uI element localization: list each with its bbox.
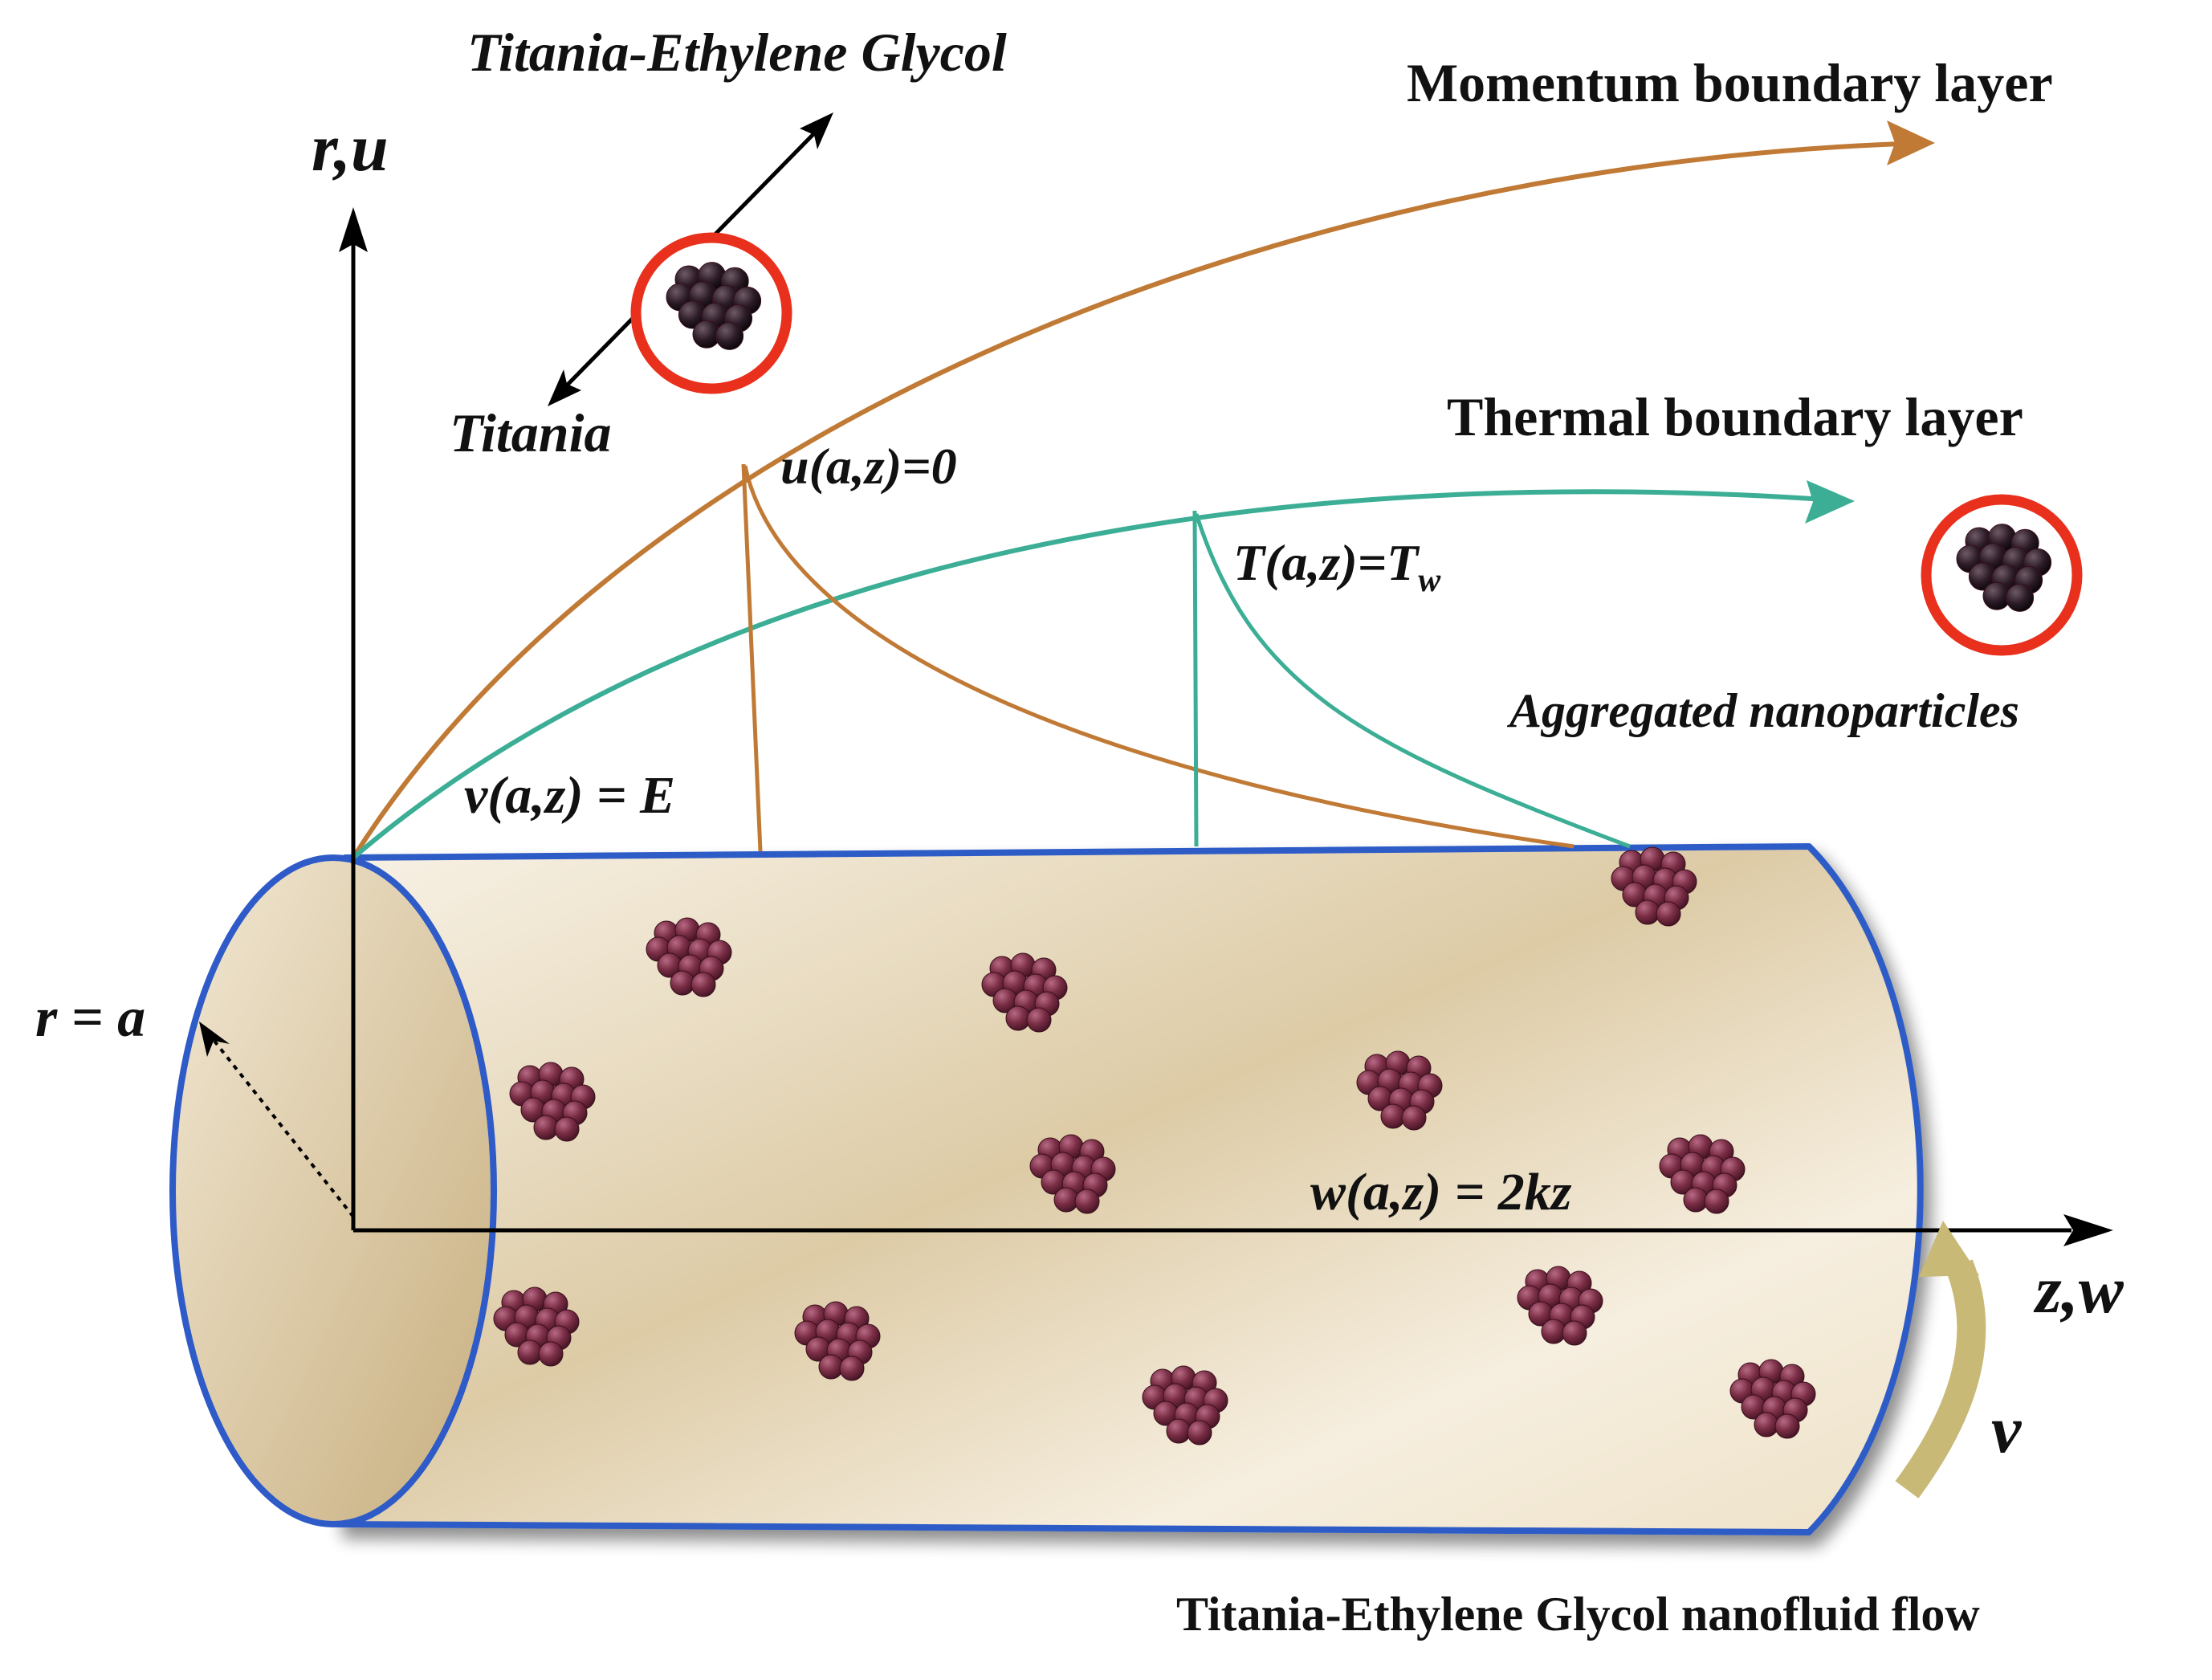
nanoparticle-cluster bbox=[493, 1287, 580, 1367]
nanoparticle-cluster bbox=[981, 952, 1068, 1033]
momentum-profile-curve bbox=[743, 465, 1574, 849]
nanoparticle-cluster bbox=[794, 1301, 881, 1381]
up-right-arrowhead bbox=[800, 112, 833, 149]
aggregated-nanoparticle-cluster-icon bbox=[1956, 524, 2052, 612]
nanoparticle bbox=[1562, 1320, 1587, 1346]
nanoparticle-cluster bbox=[1356, 1050, 1443, 1131]
temperature-bc-base: T(a,z)=T bbox=[1233, 534, 1420, 591]
nanoparticle-cluster bbox=[1611, 846, 1697, 927]
thermal-profile-curve bbox=[1194, 513, 1631, 849]
velocity-bc-w: w(a,z) = 2kz bbox=[1310, 1163, 1572, 1221]
nanoparticle bbox=[1774, 1413, 1800, 1439]
temperature-bc: T(a,z)=Tw bbox=[1233, 534, 1441, 599]
down-left-arrowhead bbox=[548, 369, 581, 406]
pipe-nanoparticle-clusters bbox=[493, 846, 1816, 1446]
aggregated-label: Aggregated nanoparticles bbox=[1506, 684, 2019, 737]
pipe-cylinder bbox=[169, 843, 1924, 1535]
nanoparticle-cluster bbox=[1729, 1359, 1816, 1439]
axial-axis-arrowhead bbox=[2063, 1214, 2113, 1246]
axial-axis-label: z,w bbox=[2033, 1253, 2124, 1327]
temperature-bc-subscript: w bbox=[1418, 562, 1441, 599]
nanoparticle bbox=[715, 321, 744, 350]
coordinate-axes bbox=[199, 207, 2113, 1246]
nanoparticle-cluster bbox=[509, 1062, 596, 1142]
nanoparticle bbox=[1005, 1005, 1031, 1031]
nanoparticle bbox=[839, 1356, 865, 1381]
curved-arrow-icon bbox=[1895, 1221, 1986, 1499]
nanoparticle bbox=[1541, 1319, 1566, 1344]
momentum-boundary-layer-curve bbox=[351, 141, 1928, 859]
diagram-labels: Titania-Ethylene Glycol Titania Momentum… bbox=[35, 22, 2124, 1641]
radius-arrowhead bbox=[199, 1021, 230, 1057]
nanoparticle-cluster bbox=[1029, 1134, 1116, 1214]
nanoparticle bbox=[1074, 1189, 1100, 1214]
aggregated-nanoparticle-cluster-icon bbox=[666, 262, 762, 350]
cylinder-body bbox=[334, 843, 1924, 1535]
swirl-label: v bbox=[1991, 1393, 2023, 1467]
nanoparticle bbox=[1187, 1420, 1212, 1446]
thermal-arrowhead bbox=[1805, 480, 1855, 524]
nanoparticle-cluster bbox=[646, 917, 732, 997]
nanoparticle bbox=[1401, 1105, 1427, 1131]
velocity-bc-v: v(a,z) = E bbox=[464, 766, 675, 825]
aggregate-marker bbox=[1921, 494, 2083, 656]
composite-marker bbox=[548, 112, 833, 406]
nanoparticle bbox=[2006, 583, 2035, 612]
momentum-profile-line bbox=[741, 463, 763, 852]
boundary-layers bbox=[351, 120, 1935, 860]
nanoparticle bbox=[533, 1115, 559, 1140]
radial-axis-label: r,u bbox=[312, 111, 389, 186]
nanoparticle bbox=[1683, 1187, 1709, 1213]
nanoparticle bbox=[690, 972, 716, 997]
radius-label: r = a bbox=[35, 987, 145, 1049]
particle-label: Titania bbox=[450, 402, 612, 463]
nanoparticle bbox=[670, 970, 695, 996]
nanoparticle bbox=[1166, 1418, 1192, 1444]
nanoparticle bbox=[1380, 1103, 1406, 1129]
nanoparticle-cluster bbox=[1142, 1365, 1228, 1446]
nanoparticle-cluster bbox=[1659, 1134, 1746, 1214]
nanoparticle bbox=[517, 1340, 543, 1365]
thermal-label: Thermal boundary layer bbox=[1447, 386, 2023, 447]
caption: Titania-Ethylene Glycol nanofluid flow bbox=[1176, 1588, 1980, 1641]
composite-title: Titania-Ethylene Glycol bbox=[467, 22, 1007, 83]
momentum-label: Momentum boundary layer bbox=[1407, 52, 2053, 113]
nanoparticle bbox=[818, 1354, 844, 1380]
thermal-boundary-layer-curve bbox=[352, 489, 1847, 860]
thermal-profile-line bbox=[1192, 510, 1199, 847]
velocity-bc-u: u(a,z)=0 bbox=[780, 438, 957, 495]
nanoparticle bbox=[1656, 901, 1681, 927]
nanoparticle bbox=[1053, 1187, 1079, 1213]
momentum-arrowhead bbox=[1887, 120, 1935, 165]
radial-axis-arrowhead bbox=[339, 207, 368, 252]
nanoparticle bbox=[1704, 1189, 1729, 1214]
nanoparticle-cluster bbox=[1517, 1266, 1603, 1346]
nanoparticle bbox=[554, 1116, 580, 1142]
radius-indicator bbox=[209, 1034, 355, 1218]
nanoparticle bbox=[538, 1341, 564, 1367]
nanoparticle bbox=[1026, 1007, 1052, 1033]
nanoparticle bbox=[1754, 1412, 1779, 1437]
nanoparticle bbox=[1635, 899, 1660, 925]
